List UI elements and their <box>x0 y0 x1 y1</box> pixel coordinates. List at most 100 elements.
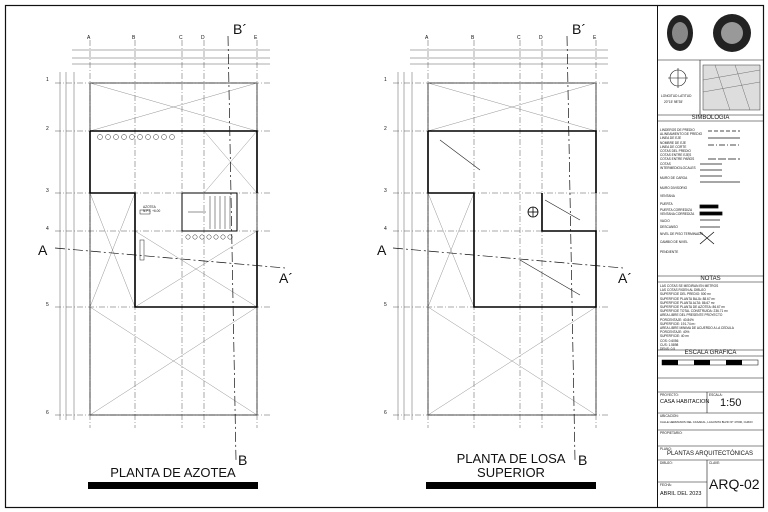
grid-col-label: D <box>201 35 205 41</box>
university-logo <box>667 15 693 51</box>
simbologia-item: PENDIENTE <box>660 250 679 255</box>
grid-row-label: 6 <box>384 410 387 416</box>
location-label: LONGITUD LATITUD <box>661 94 692 98</box>
grid-col-label: D <box>539 35 543 41</box>
simbologia-item: LINDEROS DE PREDIO <box>660 128 695 132</box>
escala-header: ESCALA GRAFICA <box>684 350 737 356</box>
nota-line: PORCENTAJE: 40% <box>660 330 690 335</box>
section-mark-b: B <box>238 452 248 468</box>
plan-azotea <box>54 35 286 489</box>
grid-row-label: 3 <box>384 188 387 194</box>
simbologia-item: COTAS ENTRE PAÑOS <box>660 157 695 162</box>
north-arrow-icon <box>668 68 688 88</box>
grid-row-label: 5 <box>384 302 387 308</box>
nota-line: SUPERFICIE: 191.74 m² <box>660 321 696 326</box>
nota-line: AREA LIBRE DEL PRESENTE PROYECTO <box>660 313 723 318</box>
simbologia-item: VENTANA <box>660 194 675 199</box>
simbologia-item: LINEA DE EJE <box>660 136 682 141</box>
plan-title: PLANTA DE AZOTEA <box>110 465 236 480</box>
graphic-scale <box>661 359 759 366</box>
clave-field-label: CLAVE: <box>709 461 721 465</box>
grid-col-label: A <box>87 35 91 41</box>
section-mark-a: A <box>38 242 48 258</box>
plan-losa-superior <box>392 35 624 489</box>
grid-col-label: B <box>471 35 475 41</box>
simbologia-item: ALINEAMIENTO DE PREDIO <box>660 132 703 137</box>
simbologia-item: NIVEL DE PISO TERMINADO <box>660 231 703 236</box>
location-map <box>702 64 761 111</box>
simbologia-item: VENTANA CORREDIZA <box>660 212 695 217</box>
grid-row-label: 1 <box>384 77 387 83</box>
grid-col-label: C <box>517 35 521 41</box>
ubicacion-value: CALLE HERMANOS DEL CASADAL, LAGUNITA BLV… <box>660 420 753 424</box>
simbologia-item: NOMBRE DE EJE <box>660 140 687 145</box>
symbology-samples <box>699 130 740 245</box>
date-value: ABRIL DEL 2023 <box>660 491 702 497</box>
simbologia-item: VACIO <box>660 219 670 224</box>
azotea-level-note: AZOTEA N.P.T. +6.00 <box>143 205 161 214</box>
nota-line: AREA LIBRE MINIMA DE ACUERDO A LA CEDULA <box>660 326 734 331</box>
scale-value: 1:50 <box>720 397 742 409</box>
simbologia-item: PUERTA <box>660 201 673 206</box>
nota-line: LAS COTAS RIGEN AL DIBUJO <box>660 288 706 293</box>
nota-line: SUPERFICIE PLANTA BAJA: 88.67 m² <box>660 296 716 301</box>
location-coords: 20°15' 98°35' <box>664 100 683 104</box>
faculty-logo <box>713 14 751 52</box>
plan-title: PLANTA DE LOSA SUPERIOR <box>456 451 566 480</box>
simbologia-item: DESCANSO <box>660 225 678 230</box>
simbologia-list: LINDEROS DE PREDIO ALINEAMIENTO DE PREDI… <box>660 128 706 254</box>
grid-col-label: C <box>179 35 183 41</box>
grid-col-label: A <box>425 35 429 41</box>
escala-field-label: ESCALA: <box>709 393 723 397</box>
nota-line: DENS: 0.5 <box>660 347 676 352</box>
ubicacion-field-label: UBICACION: <box>660 414 679 418</box>
propietario-field-label: PROPIETARIO: <box>660 431 683 435</box>
plano-field-label: PLANO: <box>660 447 672 451</box>
section-mark-a: A <box>377 242 387 258</box>
simbologia-item: MURO DE CARGA <box>660 176 688 181</box>
title-block-grid <box>657 59 764 507</box>
simbologia-item: LINEA DE CORTE <box>660 144 687 149</box>
grid-row-label: 2 <box>384 126 387 132</box>
simbologia-item: COTAS INTERMEDIO/LOCALES <box>660 161 696 170</box>
simbologia-header: SIMBOLOGIA <box>691 115 730 121</box>
section-mark-a-prime: A´ <box>279 270 293 286</box>
grid-row-label: 4 <box>384 226 387 232</box>
grid-col-label: E <box>593 35 597 41</box>
nota-line: SUPERFICIE: 40 m² <box>660 334 690 339</box>
simbologia-item: CAMBIO DE NIVEL <box>660 239 688 244</box>
grid-col-label: E <box>254 35 258 41</box>
grid-row-label: 4 <box>46 226 49 232</box>
proyecto-field-label: PROYECTO: <box>660 393 679 397</box>
sheet-border <box>4 4 765 509</box>
notas-list: LAS COTAS SE MEDIRAN EN METROS LAS COTAS… <box>660 284 760 351</box>
dibujo-field-label: DIBUJO: <box>660 461 673 465</box>
notas-header: NOTAS <box>700 276 721 282</box>
simbologia-item: MURO DIVISORIO <box>660 186 688 191</box>
grid-row-label: 2 <box>46 126 49 132</box>
nota-line: CUS: 1.5898 <box>660 342 679 347</box>
section-mark-b-prime: B´ <box>233 21 247 37</box>
section-mark-a-prime: A´ <box>618 270 632 286</box>
proyecto-value: CASA HABITACION <box>660 399 710 405</box>
nota-line: SUPERFICIE PLANTA DE AZOTEA: 86.67 m² <box>660 305 726 310</box>
fecha-field-label: FECHA: <box>660 483 672 487</box>
nota-line: PORCENTAJE: 40.84% <box>660 317 694 322</box>
simbologia-item: COTAS ENTRE EJES <box>660 153 692 158</box>
nota-line: SUPERFICIE PLANTA ALTA: 86.67 m² <box>660 300 715 305</box>
nota-line: LAS COTAS SE MEDIRAN EN METROS <box>660 284 719 288</box>
section-mark-b: B <box>578 452 588 468</box>
nota-line: SUPERFICIE DEL PREDIO: 500 m² <box>660 292 711 297</box>
nota-line: SUPERFICIE TOTAL CONSTRUIDA: 236.71 m² <box>660 309 728 314</box>
section-mark-b-prime: B´ <box>572 21 586 37</box>
plano-name: PLANTAS ARQUITECTÓNICAS <box>667 451 753 457</box>
sheet-code: ARQ-02 <box>709 476 760 492</box>
grid-col-label: B <box>132 35 136 41</box>
simbologia-item: COTAS DEL PREDIO <box>660 149 691 154</box>
nota-line: COS: 0.6056 <box>660 338 679 343</box>
grid-row-label: 5 <box>46 302 49 308</box>
grid-row-label: 6 <box>46 410 49 416</box>
grid-row-label: 1 <box>46 77 49 83</box>
simbologia-item: PUERTA CORREDIZA <box>660 207 693 212</box>
grid-row-label: 3 <box>46 188 49 194</box>
